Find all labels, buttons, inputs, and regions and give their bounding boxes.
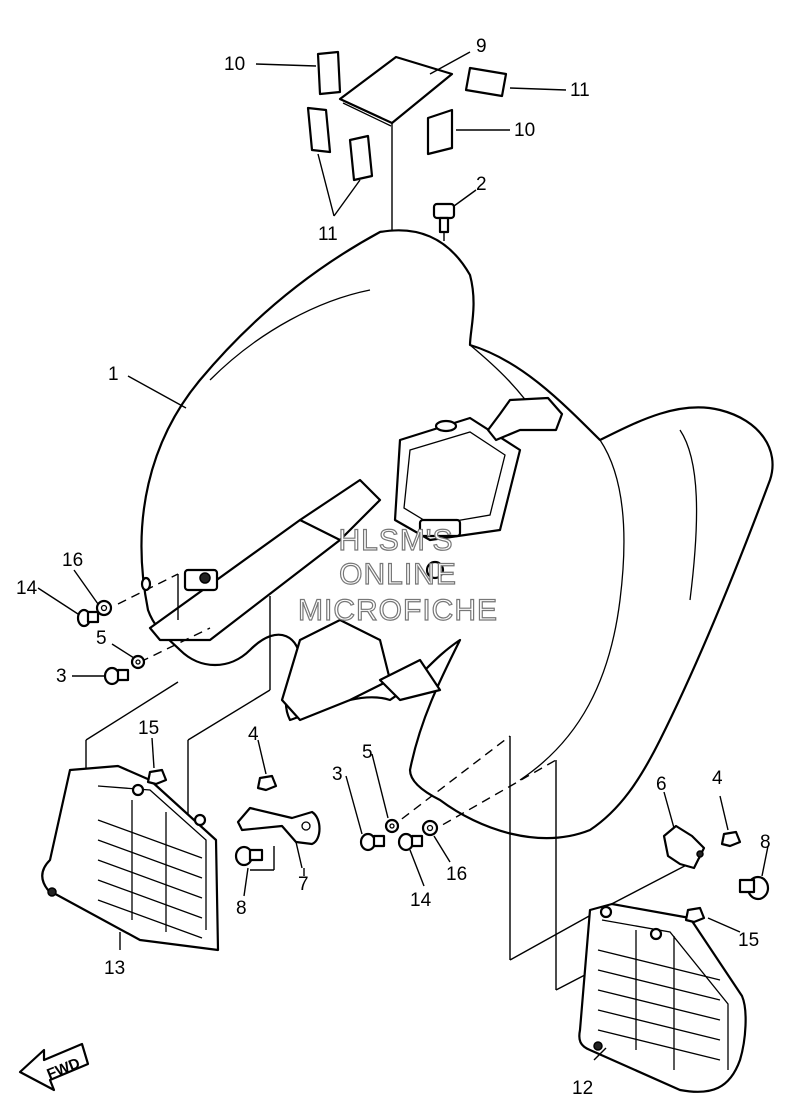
lower-bracket bbox=[280, 618, 392, 722]
callout-16a: 16 bbox=[62, 550, 83, 571]
callout-15a: 15 bbox=[138, 718, 159, 739]
watermark-line-3: MICROFICHE bbox=[298, 594, 498, 627]
nut-15-right[interactable] bbox=[684, 906, 706, 924]
callout-8b: 8 bbox=[760, 832, 771, 853]
pad-10-right[interactable] bbox=[426, 108, 454, 156]
left-hardware bbox=[76, 573, 271, 820]
bolt-14-right[interactable] bbox=[397, 832, 424, 852]
callout-1: 1 bbox=[108, 364, 119, 385]
callout-14b: 14 bbox=[410, 890, 432, 911]
pad-11-left-b[interactable] bbox=[348, 134, 374, 182]
rear-flap bbox=[486, 396, 564, 442]
pad-10-left[interactable] bbox=[316, 50, 342, 96]
callout-7: 7 bbox=[298, 874, 309, 895]
callout-10a: 10 bbox=[224, 54, 245, 75]
callout-14a: 14 bbox=[16, 578, 38, 599]
callout-9: 9 bbox=[476, 36, 487, 57]
callout-4b: 4 bbox=[712, 768, 723, 789]
fwd-arrow-icon: FWD bbox=[18, 1042, 90, 1092]
nut-15-left[interactable] bbox=[146, 768, 168, 786]
mud-guard-12-slats bbox=[597, 930, 721, 1070]
watermark-line-1: HLSM'S bbox=[338, 524, 453, 557]
washer-16-right[interactable] bbox=[421, 819, 439, 837]
callout-10b: 10 bbox=[514, 120, 535, 141]
washer-5-left[interactable] bbox=[130, 654, 146, 670]
pad-11-right[interactable] bbox=[464, 66, 508, 98]
nut-4-right[interactable] bbox=[720, 830, 742, 848]
callout-8a: 8 bbox=[236, 898, 247, 919]
left-wall bbox=[298, 478, 382, 542]
callout-6: 6 bbox=[656, 774, 667, 795]
nut-4-left[interactable] bbox=[256, 774, 278, 792]
mud-guard-13[interactable] bbox=[41, 764, 220, 952]
washer-16-left[interactable] bbox=[95, 599, 113, 617]
mud-guard-12[interactable] bbox=[578, 902, 747, 1093]
callout-3a: 3 bbox=[56, 666, 67, 687]
mud-guard-13-slats bbox=[97, 800, 203, 939]
callout-5a: 5 bbox=[96, 628, 107, 649]
bracket-6[interactable] bbox=[662, 824, 706, 870]
callout-5b: 5 bbox=[362, 742, 373, 763]
callout-16b: 16 bbox=[446, 864, 467, 885]
callout-15b: 15 bbox=[738, 930, 759, 951]
center-tray bbox=[393, 416, 522, 542]
bolt-8-left[interactable] bbox=[234, 845, 275, 871]
pad-9[interactable] bbox=[338, 55, 454, 125]
bolt-3-right[interactable] bbox=[359, 832, 386, 852]
callout-leaders bbox=[37, 51, 769, 1061]
callout-11b: 11 bbox=[318, 224, 338, 245]
callout-2: 2 bbox=[476, 174, 487, 195]
watermark-line-2: ONLINE bbox=[339, 558, 457, 591]
washer-5-right[interactable] bbox=[384, 818, 400, 834]
callout-3b: 3 bbox=[332, 764, 343, 785]
bracket-7[interactable] bbox=[236, 806, 321, 869]
watermark: HLSM'S ONLINE MICROFICHE bbox=[297, 523, 498, 627]
rear-fender[interactable] bbox=[140, 229, 774, 840]
seat-pad-group bbox=[306, 50, 508, 540]
pad-11-left-a[interactable] bbox=[306, 106, 332, 154]
bolt-8-right[interactable] bbox=[738, 875, 770, 901]
bolt-14-left[interactable] bbox=[76, 608, 100, 628]
lower-tab bbox=[378, 658, 442, 702]
callout-13: 13 bbox=[104, 958, 125, 979]
callout-labels: 1 2 3 3 4 4 5 5 6 7 8 8 9 10 10 11 11 12… bbox=[16, 36, 771, 1099]
bolt-3-left[interactable] bbox=[103, 666, 130, 686]
callout-11a: 11 bbox=[570, 80, 590, 101]
callout-12: 12 bbox=[572, 1078, 593, 1099]
callout-4a: 4 bbox=[248, 724, 259, 745]
